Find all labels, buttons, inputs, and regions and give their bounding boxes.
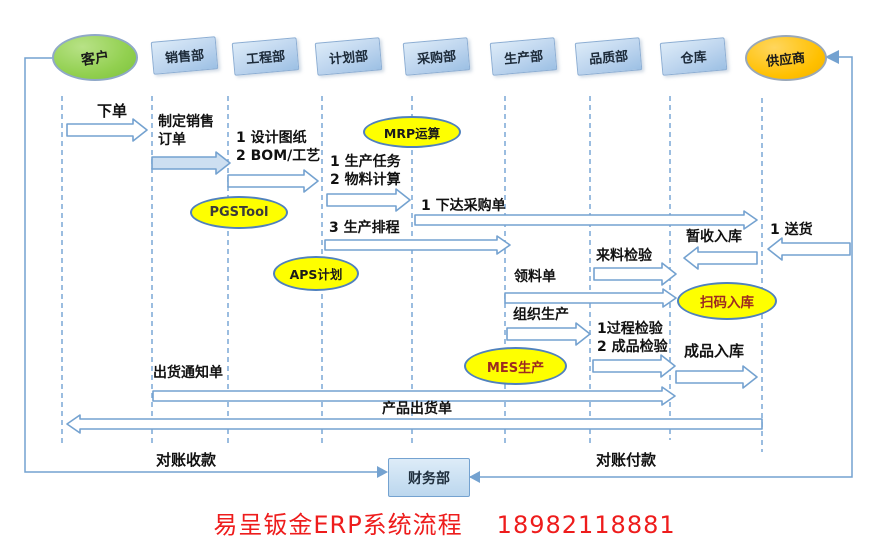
message-arrows xyxy=(66,118,851,434)
lane-production-label: 生产部 xyxy=(503,49,544,68)
lane-supplier: 供应商 xyxy=(745,35,827,81)
diagram-title: 易呈钣金ERP系统流程 18982118881 xyxy=(0,505,889,540)
lane-planning-label: 计划部 xyxy=(328,49,369,68)
label-place-order: 下单 xyxy=(97,102,128,120)
lifelines xyxy=(61,96,763,452)
arrow-delivery xyxy=(767,237,851,261)
label-issue-po: 1 下达采购单 xyxy=(421,198,506,214)
arrow-production-task xyxy=(326,188,411,212)
label-production-task: 1 生产任务 2 物料计算 xyxy=(330,154,401,189)
label-reconcile-pay: 对账付款 xyxy=(596,451,657,469)
lane-sales: 销售部 xyxy=(150,36,219,75)
lane-customer-label: 客户 xyxy=(80,48,111,69)
lane-warehouse-label: 仓库 xyxy=(680,49,708,68)
label-delivery: 1 送货 xyxy=(770,222,813,238)
lane-planning: 计划部 xyxy=(314,37,383,76)
lane-engineering: 工程部 xyxy=(231,37,300,76)
lane-warehouse: 仓库 xyxy=(659,37,728,76)
tool-mrp-label: MRP运算 xyxy=(383,125,441,141)
lane-supplier-label: 供应商 xyxy=(766,50,807,70)
tool-aps: APS计划 xyxy=(273,256,359,291)
arrow-inspections xyxy=(592,354,676,378)
reconcile-pay-arrowhead-supplier xyxy=(825,50,839,64)
label-finished-goods-in: 成品入库 xyxy=(684,342,745,360)
reconcile-pay-arrowhead-finance xyxy=(469,471,480,483)
reconcile-pay-line xyxy=(469,50,853,483)
label-inspections: 1过程检验 2 成品检验 xyxy=(597,321,668,356)
lane-production: 生产部 xyxy=(489,37,558,76)
label-organize-production: 组织生产 xyxy=(513,307,569,323)
lane-sales-label: 销售部 xyxy=(164,48,205,67)
diagram-title-text: 易呈钣金ERP系统流程 xyxy=(213,511,463,539)
arrow-place-order xyxy=(66,118,148,142)
arrow-temp-receipt xyxy=(683,246,758,270)
lane-quality: 品质部 xyxy=(574,37,643,76)
tool-mrp: MRP运算 xyxy=(363,116,461,148)
label-material-requisition: 领料单 xyxy=(514,269,556,285)
tool-scan-in: 扫码入库 xyxy=(677,282,777,320)
label-shipping-notice: 出货通知单 xyxy=(153,365,223,381)
lane-quality-label: 品质部 xyxy=(588,49,629,68)
label-make-sales-order: 制定销售 订单 xyxy=(158,114,214,149)
arrow-product-shipment xyxy=(66,414,763,434)
arrow-scheduling xyxy=(324,235,511,255)
lane-purchasing-label: 采购部 xyxy=(416,49,457,68)
arrow-incoming-inspection xyxy=(593,262,677,286)
lane-customer: 客户 xyxy=(52,34,138,81)
lane-finance: 财务部 xyxy=(388,458,470,497)
label-temp-receipt: 暂收入库 xyxy=(686,229,742,245)
label-design: 1 设计图纸 2 BOM/工艺 xyxy=(236,130,321,165)
lane-purchasing: 采购部 xyxy=(402,37,471,76)
arrow-design xyxy=(227,169,319,193)
label-scheduling: 3 生产排程 xyxy=(329,220,400,236)
arrow-make-sales-order xyxy=(151,151,231,175)
arrow-finished-goods-in xyxy=(675,365,758,389)
tool-scan-in-label: 扫码入库 xyxy=(700,295,754,311)
reconcile-receive-line xyxy=(24,57,388,478)
arrow-material-requisition xyxy=(504,288,677,308)
label-incoming-inspection: 来料检验 xyxy=(596,248,652,264)
tool-pgstool-label: PGSTool xyxy=(209,205,269,220)
label-product-shipment: 产品出货单 xyxy=(382,401,452,417)
tool-mes-label: MES生产 xyxy=(486,360,545,376)
tool-aps-label: APS计划 xyxy=(289,267,343,282)
label-reconcile-receive: 对账收款 xyxy=(156,451,217,469)
arrow-issue-po xyxy=(414,210,758,230)
tool-mes: MES生产 xyxy=(464,347,567,385)
diagram-title-phone: 18982118881 xyxy=(496,511,676,539)
tool-pgstool: PGSTool xyxy=(190,196,288,229)
lane-engineering-label: 工程部 xyxy=(245,49,286,68)
reconcile-receive-arrowhead xyxy=(377,466,388,478)
arrow-shipping-notice xyxy=(152,386,676,406)
lane-finance-label: 财务部 xyxy=(408,470,450,487)
arrow-organize-production xyxy=(506,322,591,346)
